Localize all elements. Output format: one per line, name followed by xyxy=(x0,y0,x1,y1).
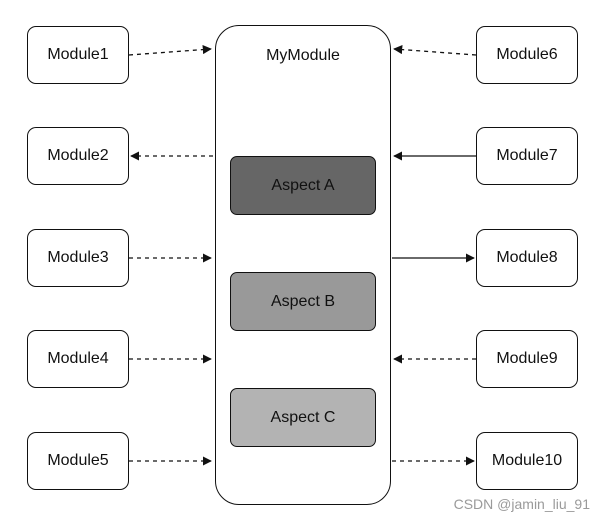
module5-label: Module5 xyxy=(47,452,109,469)
module2-label: Module2 xyxy=(47,147,109,164)
module3-box[interactable]: Module3 xyxy=(27,229,129,287)
module2-box[interactable]: Module2 xyxy=(27,127,129,185)
module7-label: Module7 xyxy=(496,147,558,164)
module9-label: Module9 xyxy=(496,350,558,367)
module6-label: Module6 xyxy=(496,46,558,63)
arrow-module1-to-mymodule xyxy=(128,45,212,56)
aspect-c-box[interactable]: Aspect C xyxy=(230,388,376,447)
module4-box[interactable]: Module4 xyxy=(27,330,129,388)
watermark: CSDN @jamin_liu_91 xyxy=(453,496,590,512)
aspect-b-label: Aspect B xyxy=(270,292,336,310)
mymodule-label: MyModule xyxy=(266,47,340,64)
arrow-module6-to-mymodule xyxy=(393,45,477,56)
aspect-a-label: Aspect A xyxy=(271,176,335,194)
aspect-a-box[interactable]: Aspect A xyxy=(230,156,376,215)
module9-box[interactable]: Module9 xyxy=(476,330,578,388)
module1-label: Module1 xyxy=(47,46,109,63)
module7-box[interactable]: Module7 xyxy=(476,127,578,185)
module6-box[interactable]: Module6 xyxy=(476,26,578,84)
module8-box[interactable]: Module8 xyxy=(476,229,578,287)
aspect-c-label: Aspect C xyxy=(270,408,336,426)
module3-label: Module3 xyxy=(47,249,109,266)
module10-label: Module10 xyxy=(491,452,563,469)
module8-label: Module8 xyxy=(496,249,558,266)
module10-box[interactable]: Module10 xyxy=(476,432,578,490)
module1-box[interactable]: Module1 xyxy=(27,26,129,84)
module5-box[interactable]: Module5 xyxy=(27,432,129,490)
module4-label: Module4 xyxy=(47,350,109,367)
aspect-b-box[interactable]: Aspect B xyxy=(230,272,376,331)
